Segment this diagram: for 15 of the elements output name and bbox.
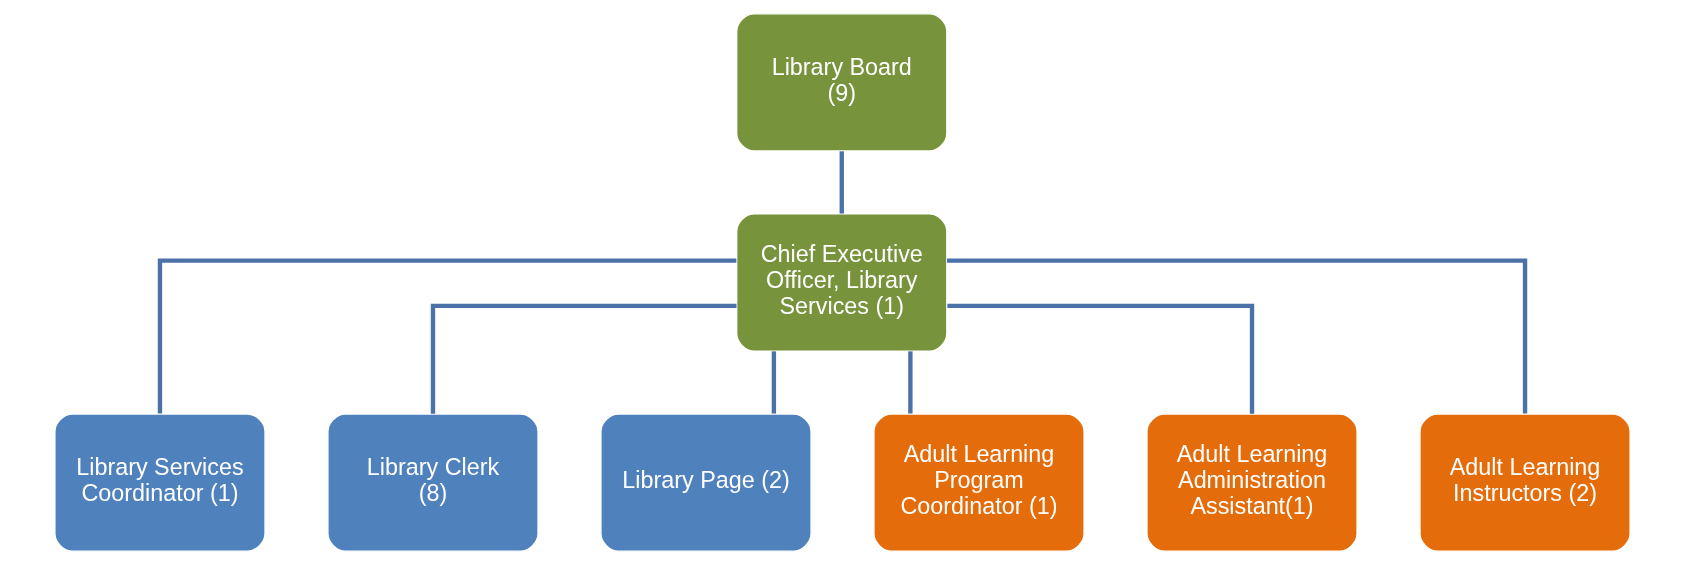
connector xyxy=(947,258,1528,414)
node-box: Adult Learning Administration Assistant(1) xyxy=(1146,413,1358,552)
node-box: Library Clerk (8) xyxy=(327,413,539,552)
connector xyxy=(430,303,737,414)
connector xyxy=(839,151,844,214)
node-box: Adult Learning Program Coordinator (1) xyxy=(873,413,1085,552)
node-box: Library Board (9) xyxy=(735,13,948,152)
connector xyxy=(157,258,737,414)
node-box: Library Services Coordinator (1) xyxy=(54,413,266,552)
connector xyxy=(771,351,777,414)
node-box: Library Page (2) xyxy=(600,413,812,552)
node-box: Chief Executive Officer, Library Services (1) xyxy=(735,213,948,352)
node-box: Adult Learning Instructors (2) xyxy=(1419,413,1631,552)
connector xyxy=(947,303,1255,414)
connector xyxy=(908,351,913,414)
